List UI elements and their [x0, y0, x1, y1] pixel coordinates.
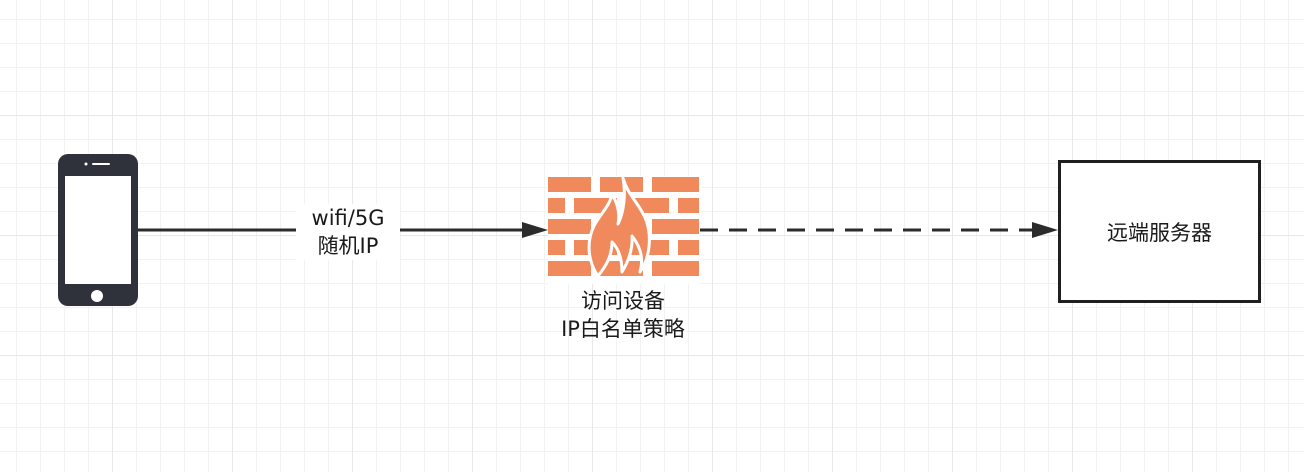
firewall-label-line2: IP白名单策略: [561, 317, 685, 341]
remote-server-box[interactable]: 远端服务器: [1058, 160, 1261, 303]
flame-icon: [587, 176, 651, 278]
remote-server-label: 远端服务器: [1107, 220, 1212, 245]
firewall-label: 访问设备 IP白名单策略: [520, 287, 726, 343]
smartphone-icon[interactable]: [58, 154, 138, 306]
phone-to-firewall-arrowhead: [522, 222, 548, 238]
edge-label-line2: 随机IP: [317, 234, 379, 258]
firewall-label-line1: 访问设备: [581, 289, 665, 313]
edge-label: wifi/5G 随机IP: [296, 204, 400, 260]
firewall-to-server-arrowhead: [1032, 222, 1058, 238]
edge-label-line1: wifi/5G: [311, 206, 385, 230]
firewall-icon[interactable]: [548, 176, 700, 284]
